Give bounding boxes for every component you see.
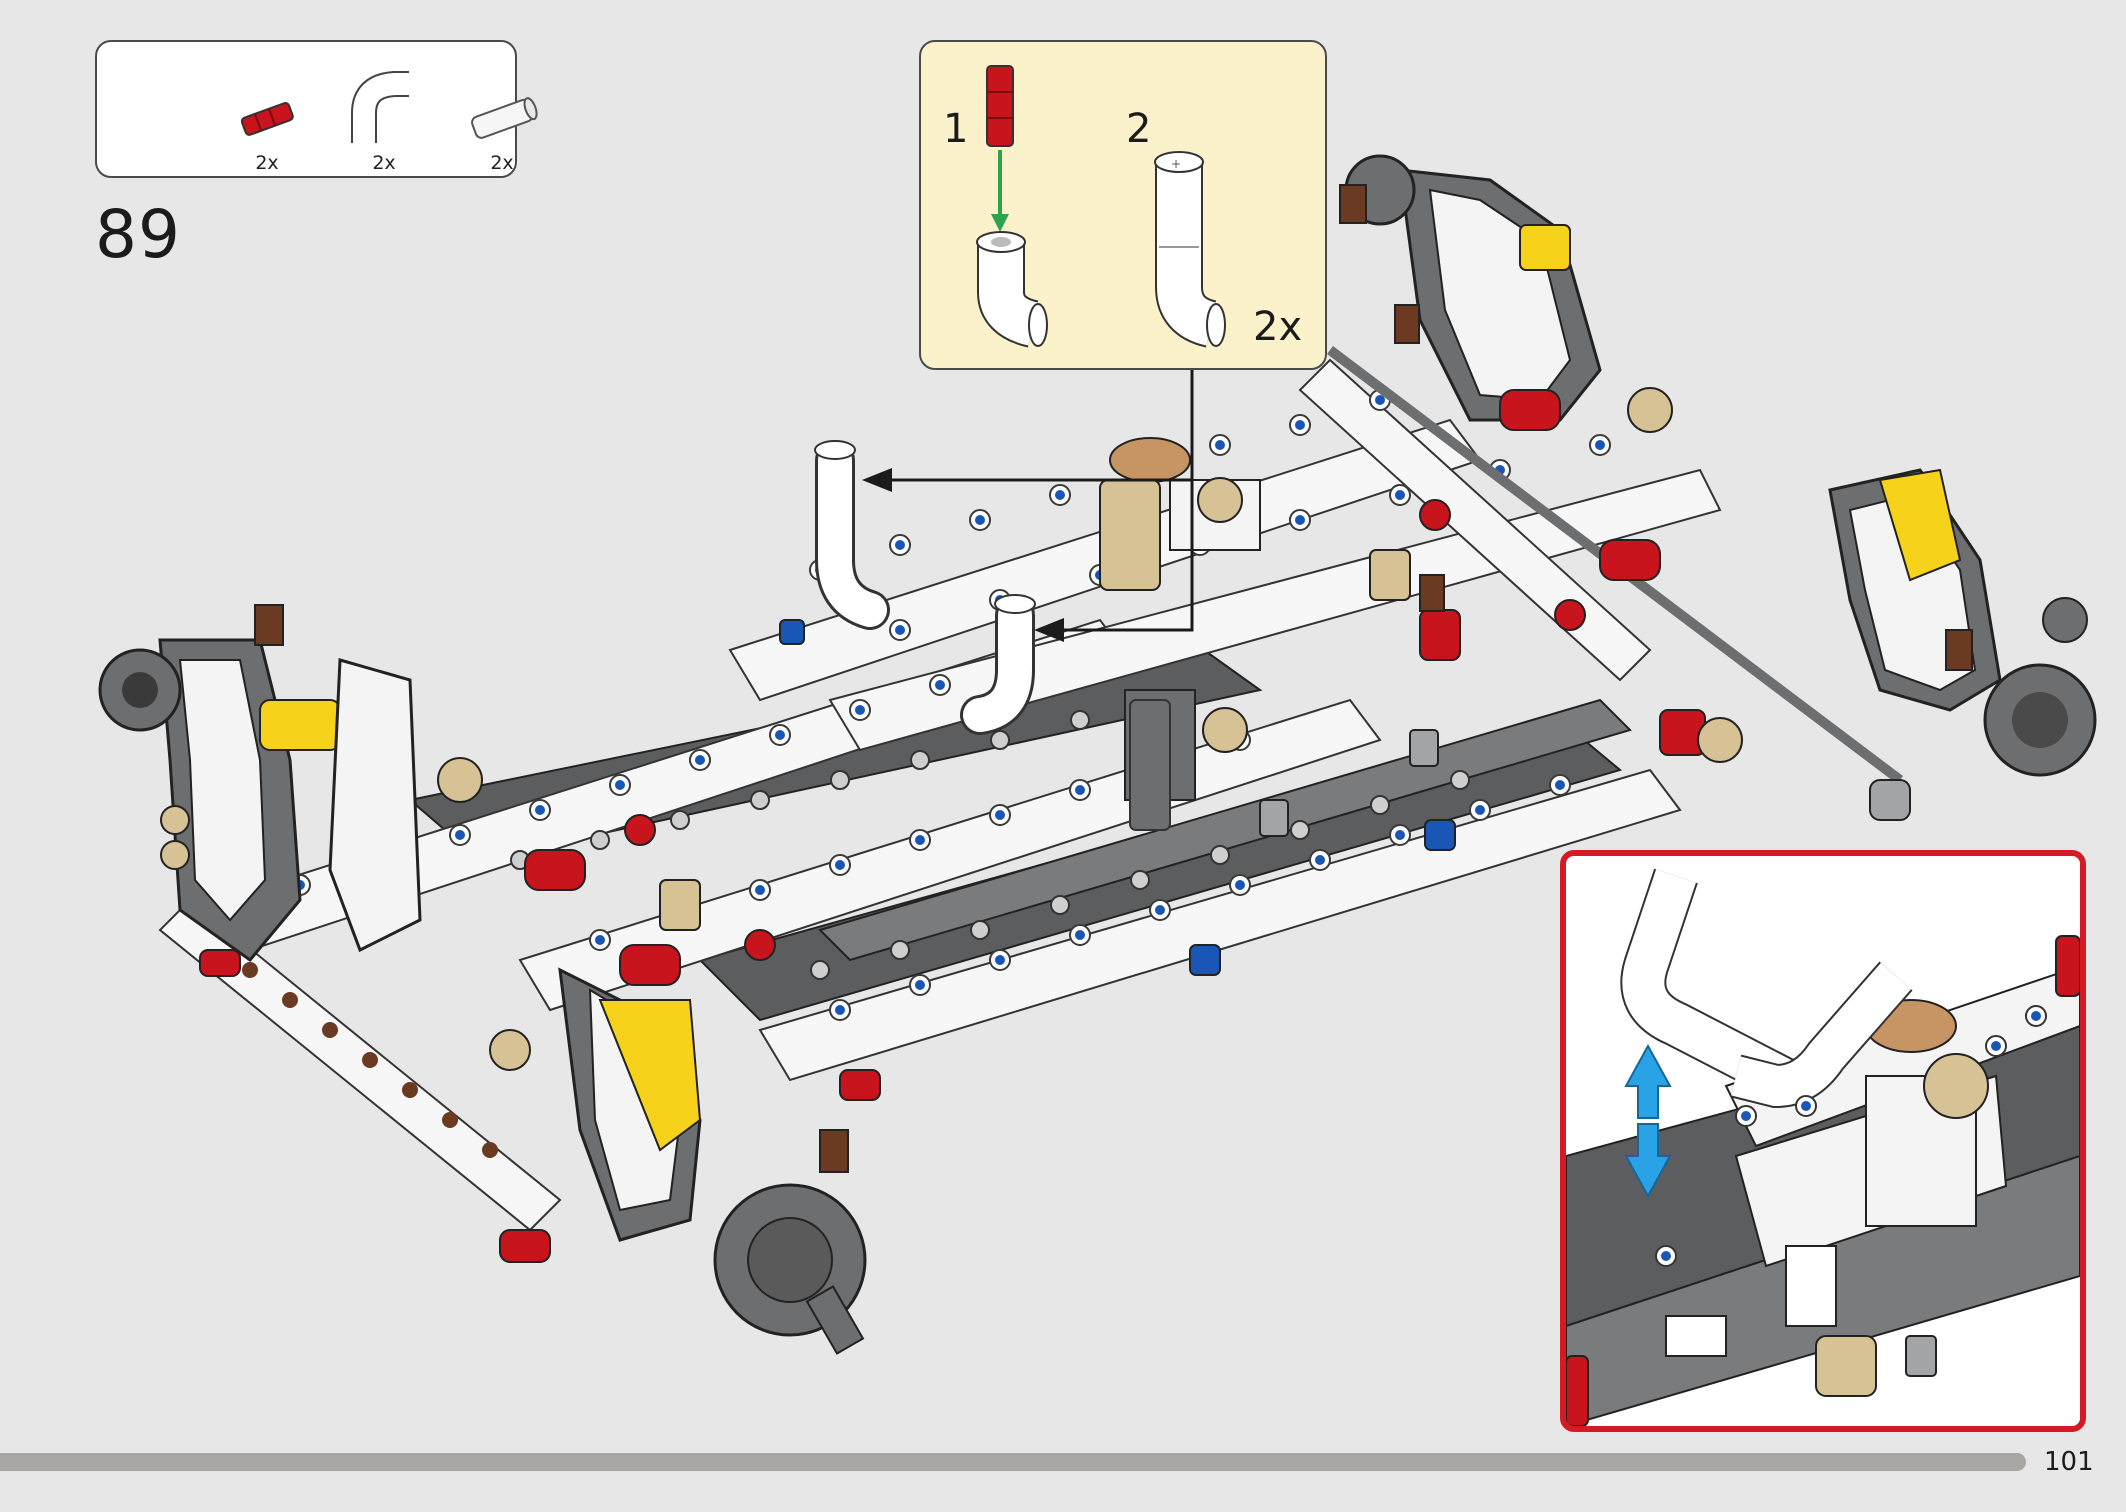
page-number: 101 [2044,1447,2094,1477]
part-quantity: 2x [490,152,514,174]
inset-illustration [1566,856,2080,1426]
callout-multiplier: 2x [1253,304,1303,350]
part-red-axle-connector: 2x [217,58,317,174]
footer-progress-bar [0,1453,2026,1471]
white-curved-tube-icon [351,71,409,143]
substep-number-1: 1 [943,106,969,152]
part-quantity: 2x [372,152,396,174]
parts-list: 2x 2x 2x [95,40,538,178]
svg-text:+: + [1171,157,1181,171]
up-arrow-icon [1624,1043,1672,1119]
callout-illustration: + [976,65,1226,348]
part-quantity: 2x [255,152,279,174]
step-number: 89 [95,196,181,273]
clear-tube-icon [471,97,538,139]
part-white-curved-tube: 2x [334,58,434,174]
red-axle-connector-icon [240,102,294,136]
part-clear-tube: 2x [452,58,552,174]
detail-inset [1560,850,2086,1432]
substep-number-2: 2 [1126,106,1152,152]
subassembly-callout: 1 2 + 2x [919,40,1327,370]
down-arrow-icon [1624,1123,1672,1199]
